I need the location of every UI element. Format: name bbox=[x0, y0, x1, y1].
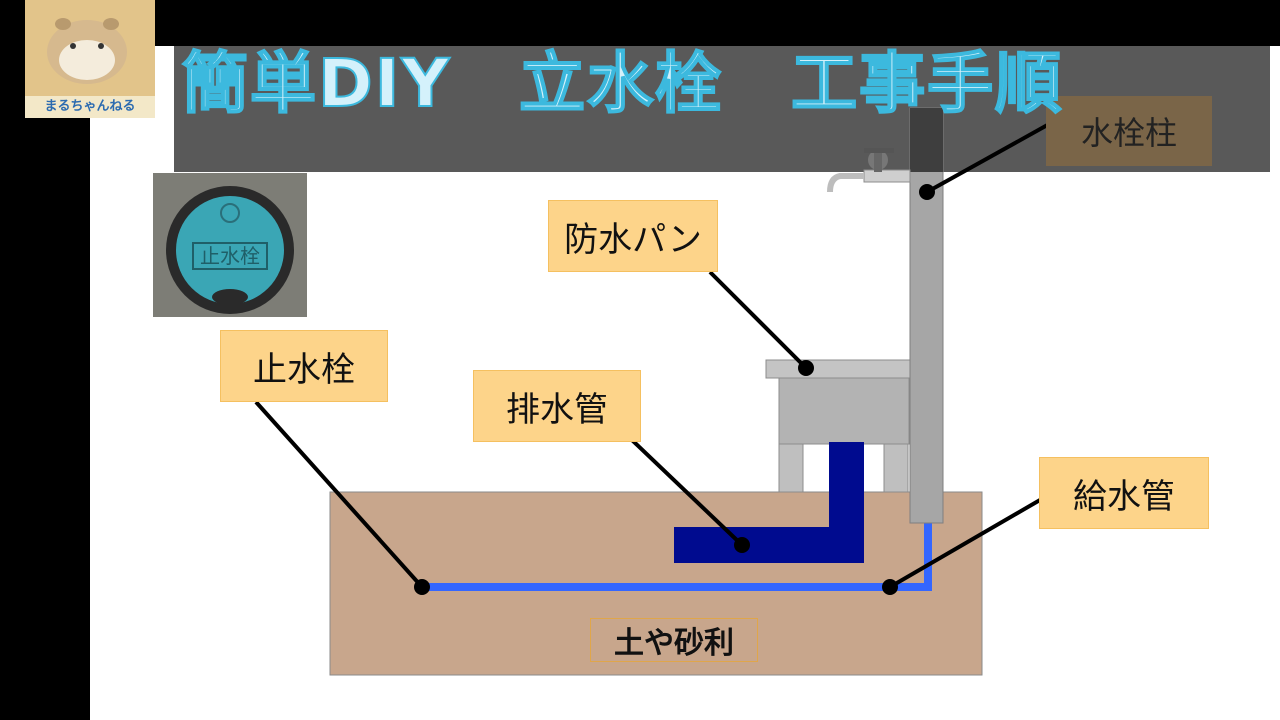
page-title: 簡単DIY 立水栓 工事手順 bbox=[181, 44, 1064, 123]
pan-leg-left bbox=[778, 439, 804, 493]
stop-valve-label: 止水栓 bbox=[220, 330, 388, 402]
drain-pipe-label: 排水管 bbox=[473, 370, 641, 442]
waterproof-pan-label: 防水パン bbox=[548, 200, 718, 272]
hamster-icon bbox=[25, 0, 155, 96]
supply-pipe bbox=[422, 517, 932, 591]
leader-pan bbox=[708, 270, 808, 370]
top-black-bar bbox=[90, 0, 1280, 46]
channel-avatar: まるちゃんねる bbox=[25, 0, 155, 118]
pan-body bbox=[778, 377, 910, 445]
soil-label: 土や砂利 bbox=[590, 618, 758, 662]
leader-drain bbox=[630, 438, 744, 547]
pan-rim bbox=[765, 359, 913, 379]
leader-supply bbox=[888, 498, 1042, 589]
cover-text: 止水栓 bbox=[200, 244, 260, 268]
faucet-post bbox=[909, 107, 944, 524]
supply-pipe-label: 給水管 bbox=[1039, 457, 1209, 529]
drain-pipe bbox=[674, 442, 864, 563]
leader-post bbox=[926, 116, 1061, 194]
stop-valve-photo: 止水栓 bbox=[153, 173, 307, 317]
faucet-icon bbox=[827, 148, 911, 193]
leader-stop-valve bbox=[254, 400, 424, 589]
channel-name: まるちゃんねる bbox=[25, 96, 155, 118]
pan-leg-right bbox=[883, 439, 909, 493]
faucet-post-top bbox=[910, 108, 943, 172]
valve-cover-icon: 止水栓 bbox=[153, 173, 307, 317]
faucet-post-label: 水栓柱 bbox=[1046, 96, 1212, 166]
